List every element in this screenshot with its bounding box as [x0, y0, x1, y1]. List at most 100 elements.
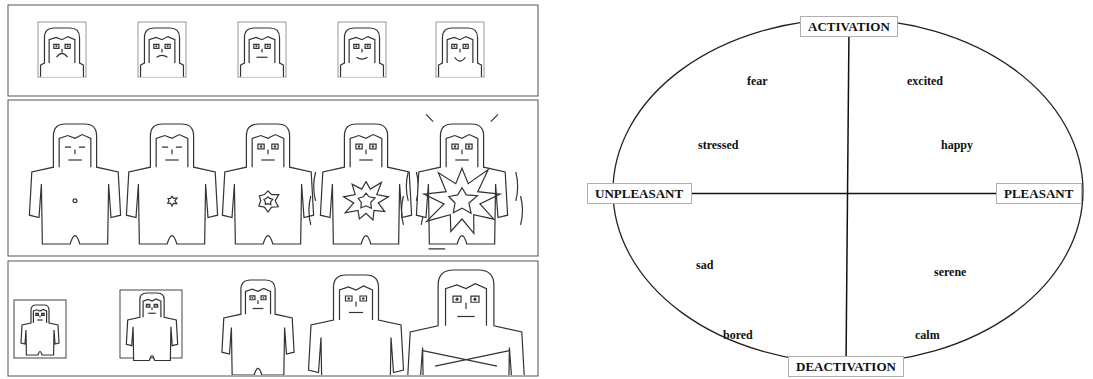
eye — [354, 44, 359, 48]
hair-fringe — [33, 309, 46, 323]
eye — [65, 44, 70, 48]
axis-line — [846, 37, 849, 356]
eye — [165, 44, 170, 48]
hair-fringe — [143, 299, 161, 317]
pupil — [274, 145, 276, 147]
mouth — [349, 312, 363, 313]
manikin-outline — [407, 270, 525, 375]
manikin-outline — [126, 124, 217, 244]
pupil — [42, 314, 43, 315]
panel-frame — [8, 100, 538, 256]
eye — [365, 44, 370, 48]
emotion-text: serene — [934, 265, 966, 279]
emotion-text: excited — [907, 74, 943, 88]
pupil — [260, 145, 262, 147]
crossed-arms — [423, 351, 510, 367]
nose — [74, 149, 75, 154]
emotion-label: excited — [907, 74, 943, 89]
mouth — [261, 159, 274, 160]
pupil — [468, 145, 470, 147]
pupil — [358, 145, 360, 147]
pupil — [267, 45, 269, 47]
manikin — [407, 270, 525, 375]
mouth — [359, 159, 372, 160]
motion-lines — [402, 114, 523, 248]
manikin — [41, 28, 84, 77]
mouth — [157, 55, 168, 57]
manikin-outline — [21, 305, 59, 355]
manikin-outline — [416, 124, 507, 244]
manikin-outline — [341, 28, 384, 77]
emotion-label: happy — [941, 138, 973, 153]
pupil — [453, 45, 455, 47]
manikin — [141, 28, 184, 77]
nose — [261, 49, 262, 53]
axis-label-box: UNPLEASANT — [587, 183, 692, 204]
eye — [36, 313, 39, 315]
arousal-mark — [259, 191, 279, 212]
arousal-mark — [264, 197, 273, 205]
pupil — [355, 45, 357, 47]
hair-fringe — [249, 37, 275, 64]
manikin — [309, 275, 404, 375]
manikin-outline — [29, 124, 120, 244]
manikin — [126, 293, 177, 361]
eye — [452, 44, 457, 48]
mouth — [37, 319, 43, 320]
axis-label: ACTIVATION — [808, 19, 890, 34]
eye — [250, 296, 255, 300]
hair-fringe — [49, 37, 75, 64]
nose — [257, 300, 258, 304]
closed-eyes — [162, 146, 182, 147]
manikin — [241, 28, 284, 77]
eye — [154, 304, 158, 307]
manikin — [21, 305, 59, 355]
eye — [346, 296, 353, 301]
eye — [272, 144, 278, 149]
mouth — [457, 316, 474, 317]
axis-label-box: PLEASANT — [996, 183, 1082, 204]
pupil — [348, 297, 351, 300]
eye — [370, 144, 376, 149]
eye — [42, 313, 45, 315]
arousal-mark — [73, 199, 77, 203]
eye — [453, 296, 461, 302]
face-frame — [38, 22, 86, 77]
nose — [361, 49, 362, 53]
pupil — [167, 45, 169, 47]
emotion-text: bored — [723, 328, 753, 342]
hair-fringe — [447, 37, 473, 64]
eye — [254, 44, 259, 48]
axis-label: DEACTIVATION — [796, 359, 896, 374]
manikin — [222, 124, 313, 244]
pupil — [362, 297, 365, 300]
nose — [151, 307, 152, 310]
manikin-outline — [222, 124, 313, 244]
mouth — [455, 57, 466, 61]
emotion-label: stressed — [698, 138, 738, 153]
emotion-text: sad — [696, 258, 713, 272]
pupil — [465, 45, 467, 47]
nose — [461, 149, 462, 154]
manikin-outline — [126, 293, 177, 361]
manikin-outline — [320, 124, 411, 244]
nose — [267, 149, 268, 154]
nose — [61, 49, 62, 53]
dominance-row — [14, 270, 525, 375]
pupil — [55, 45, 57, 47]
pupil — [252, 297, 254, 299]
nose — [39, 316, 40, 318]
nose — [161, 49, 162, 53]
manikin-outline — [222, 280, 294, 375]
eye — [154, 44, 159, 48]
face-frame — [338, 22, 386, 77]
pupil — [155, 305, 156, 306]
panel-frame — [8, 5, 538, 96]
manikin-outline — [309, 275, 404, 375]
pupil — [155, 45, 157, 47]
manikin — [439, 28, 482, 77]
nose — [459, 49, 460, 53]
nose — [355, 302, 356, 307]
eye — [261, 296, 266, 300]
